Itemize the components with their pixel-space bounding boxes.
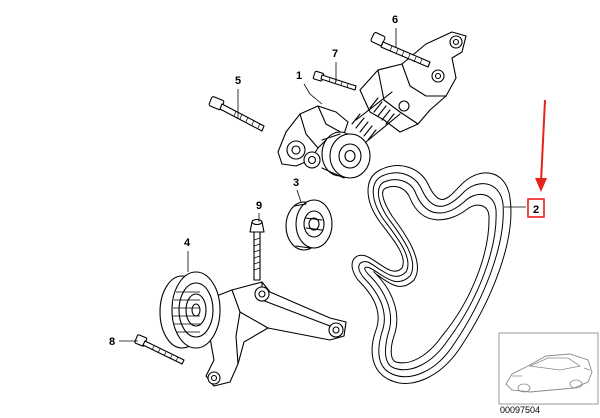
car-silhouette-icon [505,353,593,393]
bolt-8 [134,334,185,365]
vehicle-thumbnail: 00097504 [498,332,599,415]
callout-7: 7 [332,48,338,82]
callout-7-label: 7 [332,48,338,60]
callout-4-label: 4 [184,237,191,249]
drive-belt-2 [351,165,512,384]
callout-1-label: 1 [296,70,302,82]
lower-bracket-assembly [199,281,347,387]
tensioner-pulley [321,131,371,179]
callout-8: 8 [109,336,138,348]
bolt-6 [370,32,431,68]
idler-pulley-4 [159,271,221,349]
callout-2: 2 [504,198,545,218]
bolt-7 [312,70,357,91]
callout-4: 4 [184,237,191,272]
idler-pulley-3 [285,199,333,251]
callout-3: 3 [293,177,302,203]
callout-6-label: 6 [392,14,398,26]
callout-9-label: 9 [256,200,262,212]
highlight-arrow [535,99,547,192]
callout-9: 9 [256,200,262,222]
bolt-9 [249,218,265,281]
callout-6: 6 [392,14,398,48]
callout-2-highlight-box [527,198,545,218]
diagram-code: 00097504 [500,405,540,415]
tensioner-bracket-assembly [277,31,467,179]
callout-8-label: 8 [109,336,115,348]
tensioner-spring [351,91,401,143]
callout-1: 1 [296,70,323,105]
callout-5: 5 [235,75,241,118]
callout-3-label: 3 [293,177,299,189]
callout-5-label: 5 [235,75,241,87]
callout-2-label: 2 [533,204,539,216]
bolt-5 [208,96,265,132]
